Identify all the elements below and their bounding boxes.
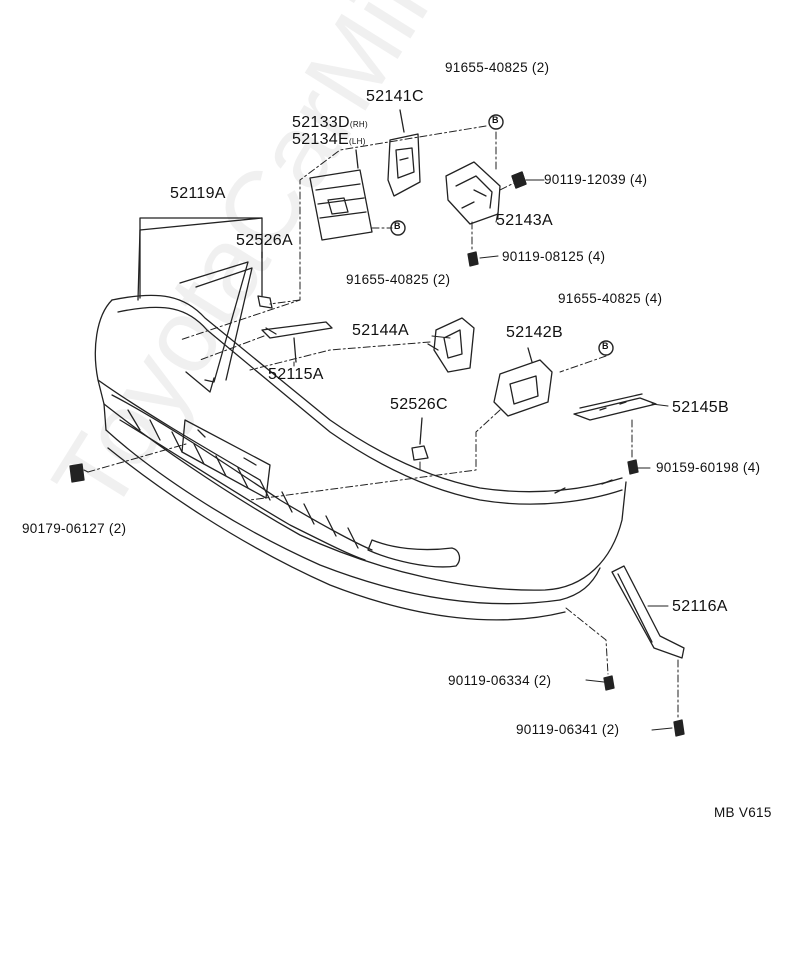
label-52526A: 52526A xyxy=(236,232,293,249)
bracket-52142B xyxy=(493,347,553,417)
bumper-cover xyxy=(94,217,627,621)
leader-52119A xyxy=(139,217,263,299)
bracket-52141C xyxy=(387,109,421,197)
label-52142B: 52142B xyxy=(506,324,563,341)
label-52133D-note: (RH) xyxy=(349,120,368,129)
clip-52526A xyxy=(257,251,273,309)
fastener-outlines xyxy=(511,171,527,189)
label-90119-06334: 90119-06334 (2) xyxy=(448,673,552,688)
label-52133D-code: 52133D xyxy=(292,114,350,131)
label-52144A: 52144A xyxy=(352,322,409,339)
bracket-52143A xyxy=(445,161,501,225)
label-90159-60198: 90159-60198 (4) xyxy=(656,460,761,475)
label-90119-12039: 90119-12039 (4) xyxy=(544,172,648,187)
label-52133D: 52133D(RH) xyxy=(292,114,368,132)
retainer-52133D xyxy=(309,149,373,241)
label-52145B: 52145B xyxy=(672,399,729,416)
label-52143A: 52143A xyxy=(496,212,553,229)
label-91655-40825-right: 91655-40825 (4) xyxy=(558,291,663,306)
label-90119-06341: 90119-06341 (2) xyxy=(516,722,620,737)
label-90179-06127: 90179-06127 (2) xyxy=(22,521,127,536)
label-52134E: 52134E(LH) xyxy=(292,131,366,149)
b-marker-3: B xyxy=(602,341,609,351)
label-leaders xyxy=(83,179,673,731)
label-52119A: 52119A xyxy=(170,185,226,202)
label-52116A: 52116A xyxy=(672,598,728,615)
clip-52526C xyxy=(411,417,429,461)
brace-52116A xyxy=(611,565,685,659)
label-52134E-code: 52134E xyxy=(292,131,349,148)
label-52526C: 52526C xyxy=(390,396,448,413)
label-91655-40825-mid: 91655-40825 (2) xyxy=(346,272,451,287)
diagram-code: MB V615 xyxy=(714,805,772,820)
b-markers xyxy=(390,114,614,356)
bracket-52115A xyxy=(261,321,333,363)
support-52145B xyxy=(573,393,657,421)
label-91655-40825-top: 91655-40825 (2) xyxy=(445,60,550,75)
b-marker-1: B xyxy=(492,115,499,125)
label-52141C: 52141C xyxy=(366,88,424,105)
label-52115A: 52115A xyxy=(268,366,324,383)
dashed-leaders xyxy=(87,125,679,719)
label-90119-08125: 90119-08125 (4) xyxy=(502,249,606,264)
b-marker-2: B xyxy=(394,221,401,231)
bracket-52144A xyxy=(427,317,475,373)
label-52134E-note: (LH) xyxy=(348,137,366,146)
